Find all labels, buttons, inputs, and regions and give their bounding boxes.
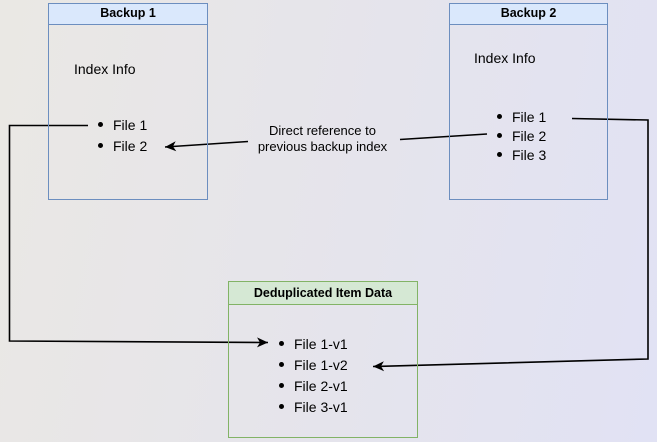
item-label: File 1-v2 xyxy=(294,356,348,373)
backup1-index-info-label: Index Info xyxy=(74,61,136,77)
item-label: File 1-v1 xyxy=(294,335,348,352)
list-item: File 2 xyxy=(49,135,207,156)
file-label: File 2 xyxy=(512,127,547,144)
bullet-icon xyxy=(279,383,284,388)
dedup-item-list: File 1-v1 File 1-v2 File 2-v1 File 3-v1 xyxy=(229,333,417,417)
list-item: File 1-v2 xyxy=(229,354,417,375)
backup2-file-list: File 1 File 2 File 3 xyxy=(450,107,607,164)
bullet-icon xyxy=(279,341,284,346)
file-label: File 2 xyxy=(113,137,148,154)
edge-label-line2: previous backup index xyxy=(257,139,388,154)
deduplicated-item-data-box: Deduplicated Item Data File 1-v1 File 1-… xyxy=(228,281,418,438)
item-label: File 2-v1 xyxy=(294,377,348,394)
item-label: File 3-v1 xyxy=(294,398,348,415)
bullet-icon xyxy=(497,114,502,119)
bullet-icon xyxy=(98,122,103,127)
file-label: File 1 xyxy=(113,116,148,133)
list-item: File 1-v1 xyxy=(229,333,417,354)
backup1-file-list: File 1 File 2 xyxy=(49,114,207,156)
bullet-icon xyxy=(98,143,103,148)
list-item: File 2 xyxy=(450,126,607,145)
bullet-icon xyxy=(497,152,502,157)
deduplicated-item-data-header: Deduplicated Item Data xyxy=(229,282,417,305)
edge-label-line1: Direct reference to xyxy=(269,123,376,138)
bullet-icon xyxy=(279,404,284,409)
backup1-box: Backup 1 Index Info File 1 File 2 xyxy=(48,3,208,200)
backup2-header: Backup 2 xyxy=(450,4,607,25)
list-item: File 3-v1 xyxy=(229,396,417,417)
bullet-icon xyxy=(497,133,502,138)
list-item: File 2-v1 xyxy=(229,375,417,396)
backup2-box: Backup 2 Index Info File 1 File 2 File 3 xyxy=(449,3,608,200)
backup2-index-info-label: Index Info xyxy=(474,50,536,66)
list-item: File 3 xyxy=(450,145,607,164)
file-label: File 3 xyxy=(512,146,547,163)
backup1-header: Backup 1 xyxy=(49,4,207,25)
list-item: File 1 xyxy=(49,114,207,135)
bullet-icon xyxy=(279,362,284,367)
file-label: File 1 xyxy=(512,108,547,125)
list-item: File 1 xyxy=(450,107,607,126)
edge-label: Direct reference to previous backup inde… xyxy=(240,123,405,155)
